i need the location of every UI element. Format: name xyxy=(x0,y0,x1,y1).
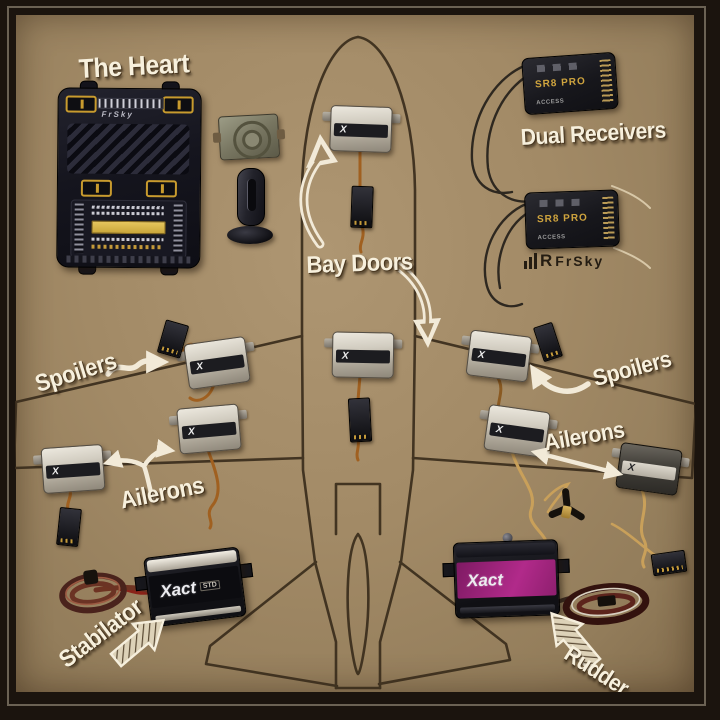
wire-clip xyxy=(83,569,99,585)
servo-connector xyxy=(347,397,373,443)
servo-variant-badge: STD xyxy=(199,579,221,591)
receiver-protocol-label: ACCESS xyxy=(537,234,566,242)
servo-brand-logo: X xyxy=(477,348,486,361)
connector-pins xyxy=(353,434,368,440)
switch-slot xyxy=(247,179,256,211)
servo-label: Xact xyxy=(456,559,557,599)
servo-brand-logo: Xact xyxy=(159,577,198,601)
mount-tab xyxy=(276,129,286,140)
switch-plug xyxy=(227,168,273,248)
propeller-horn xyxy=(542,482,592,532)
speaker-ring xyxy=(232,119,273,160)
aileron-servo-right-outer: X xyxy=(611,441,690,497)
board-logo: FrSky xyxy=(101,109,134,120)
frsky-logo-text: FrSky xyxy=(555,252,605,269)
servo-connector xyxy=(350,185,374,229)
connector-pins xyxy=(545,350,559,359)
label-the-heart: The Heart xyxy=(78,48,190,84)
xt30-connector xyxy=(145,180,177,198)
switch-stem xyxy=(237,168,265,226)
receiver-icons xyxy=(539,198,584,208)
wire-clip xyxy=(597,595,616,607)
coiled-wire-right xyxy=(562,583,650,625)
servo-brand-logo: X xyxy=(51,465,60,477)
frsky-logo-mark: R xyxy=(540,251,553,270)
heatsink-fins xyxy=(67,123,190,175)
frsky-logo: R FrSky xyxy=(524,252,604,269)
receiver-pin-block xyxy=(599,59,614,103)
servo-brand-logo: Xact xyxy=(466,569,504,590)
model-label-sticker xyxy=(91,220,166,235)
bay-door-servo: X xyxy=(322,104,401,154)
connector-pins xyxy=(656,565,683,573)
prop-hub xyxy=(560,505,573,519)
xt30-connector xyxy=(80,179,112,197)
silkscreen-text-row xyxy=(91,211,164,216)
servo-label-stripe: X xyxy=(333,123,389,138)
switch-base xyxy=(227,226,273,244)
pin-column xyxy=(173,204,183,255)
bottom-pin-row xyxy=(66,255,191,264)
receiver-model-label: SR8 PRO xyxy=(534,75,587,91)
receiver-model-label: SR8 PRO xyxy=(536,212,589,226)
connector-pins xyxy=(60,538,75,544)
servo-brand-logo: X xyxy=(341,350,349,362)
spoiler-servo-right: X xyxy=(461,329,540,383)
receiver-icons xyxy=(536,62,582,73)
channel-pin-panel xyxy=(70,199,187,259)
silkscreen-text-row xyxy=(91,237,164,242)
receiver-2: SR8 PRO ACCESS xyxy=(524,189,620,250)
rudder-servo: Xact xyxy=(442,532,570,619)
servo-connector xyxy=(56,506,82,548)
frsky-logo-bars-icon xyxy=(524,253,537,269)
pin-column xyxy=(74,203,84,254)
battery-connector xyxy=(65,95,97,113)
receiver-1: SR8 PRO ACCESS xyxy=(521,51,619,116)
battery-connector xyxy=(162,96,194,114)
label-bay-doors: Bay Doors xyxy=(306,248,414,279)
servo-brand-logo: X xyxy=(339,123,347,135)
spoiler-servo-left: X xyxy=(176,335,255,391)
servo-brand-logo: X xyxy=(495,423,504,436)
servo-connector xyxy=(650,549,688,577)
servo-label-stripe: X xyxy=(335,349,391,364)
speaker-ring xyxy=(241,129,263,151)
servo-brand-logo: X xyxy=(195,360,204,373)
aileron-servo-left-inner: X xyxy=(168,403,248,455)
silkscreen-text-row xyxy=(91,205,164,210)
fuselage-servo: X xyxy=(324,331,403,379)
connector-pins xyxy=(161,346,178,355)
solder-pads xyxy=(91,244,164,250)
status-led-strip xyxy=(97,97,164,110)
servo-brand-logo: X xyxy=(187,425,196,438)
connector-pins xyxy=(354,220,369,226)
power-distribution-board: FrSky xyxy=(56,80,202,276)
speaker-module xyxy=(212,113,286,161)
receiver-pin-block xyxy=(602,196,615,240)
aileron-servo-left-outer: X xyxy=(32,443,112,495)
servo-brand-logo: X xyxy=(627,461,636,474)
aileron-servo-right-inner: X xyxy=(479,403,558,459)
stabilator-servo: Xact STD xyxy=(134,546,254,628)
mount-tab xyxy=(212,132,222,143)
receiver-protocol-label: ACCESS xyxy=(536,98,565,107)
